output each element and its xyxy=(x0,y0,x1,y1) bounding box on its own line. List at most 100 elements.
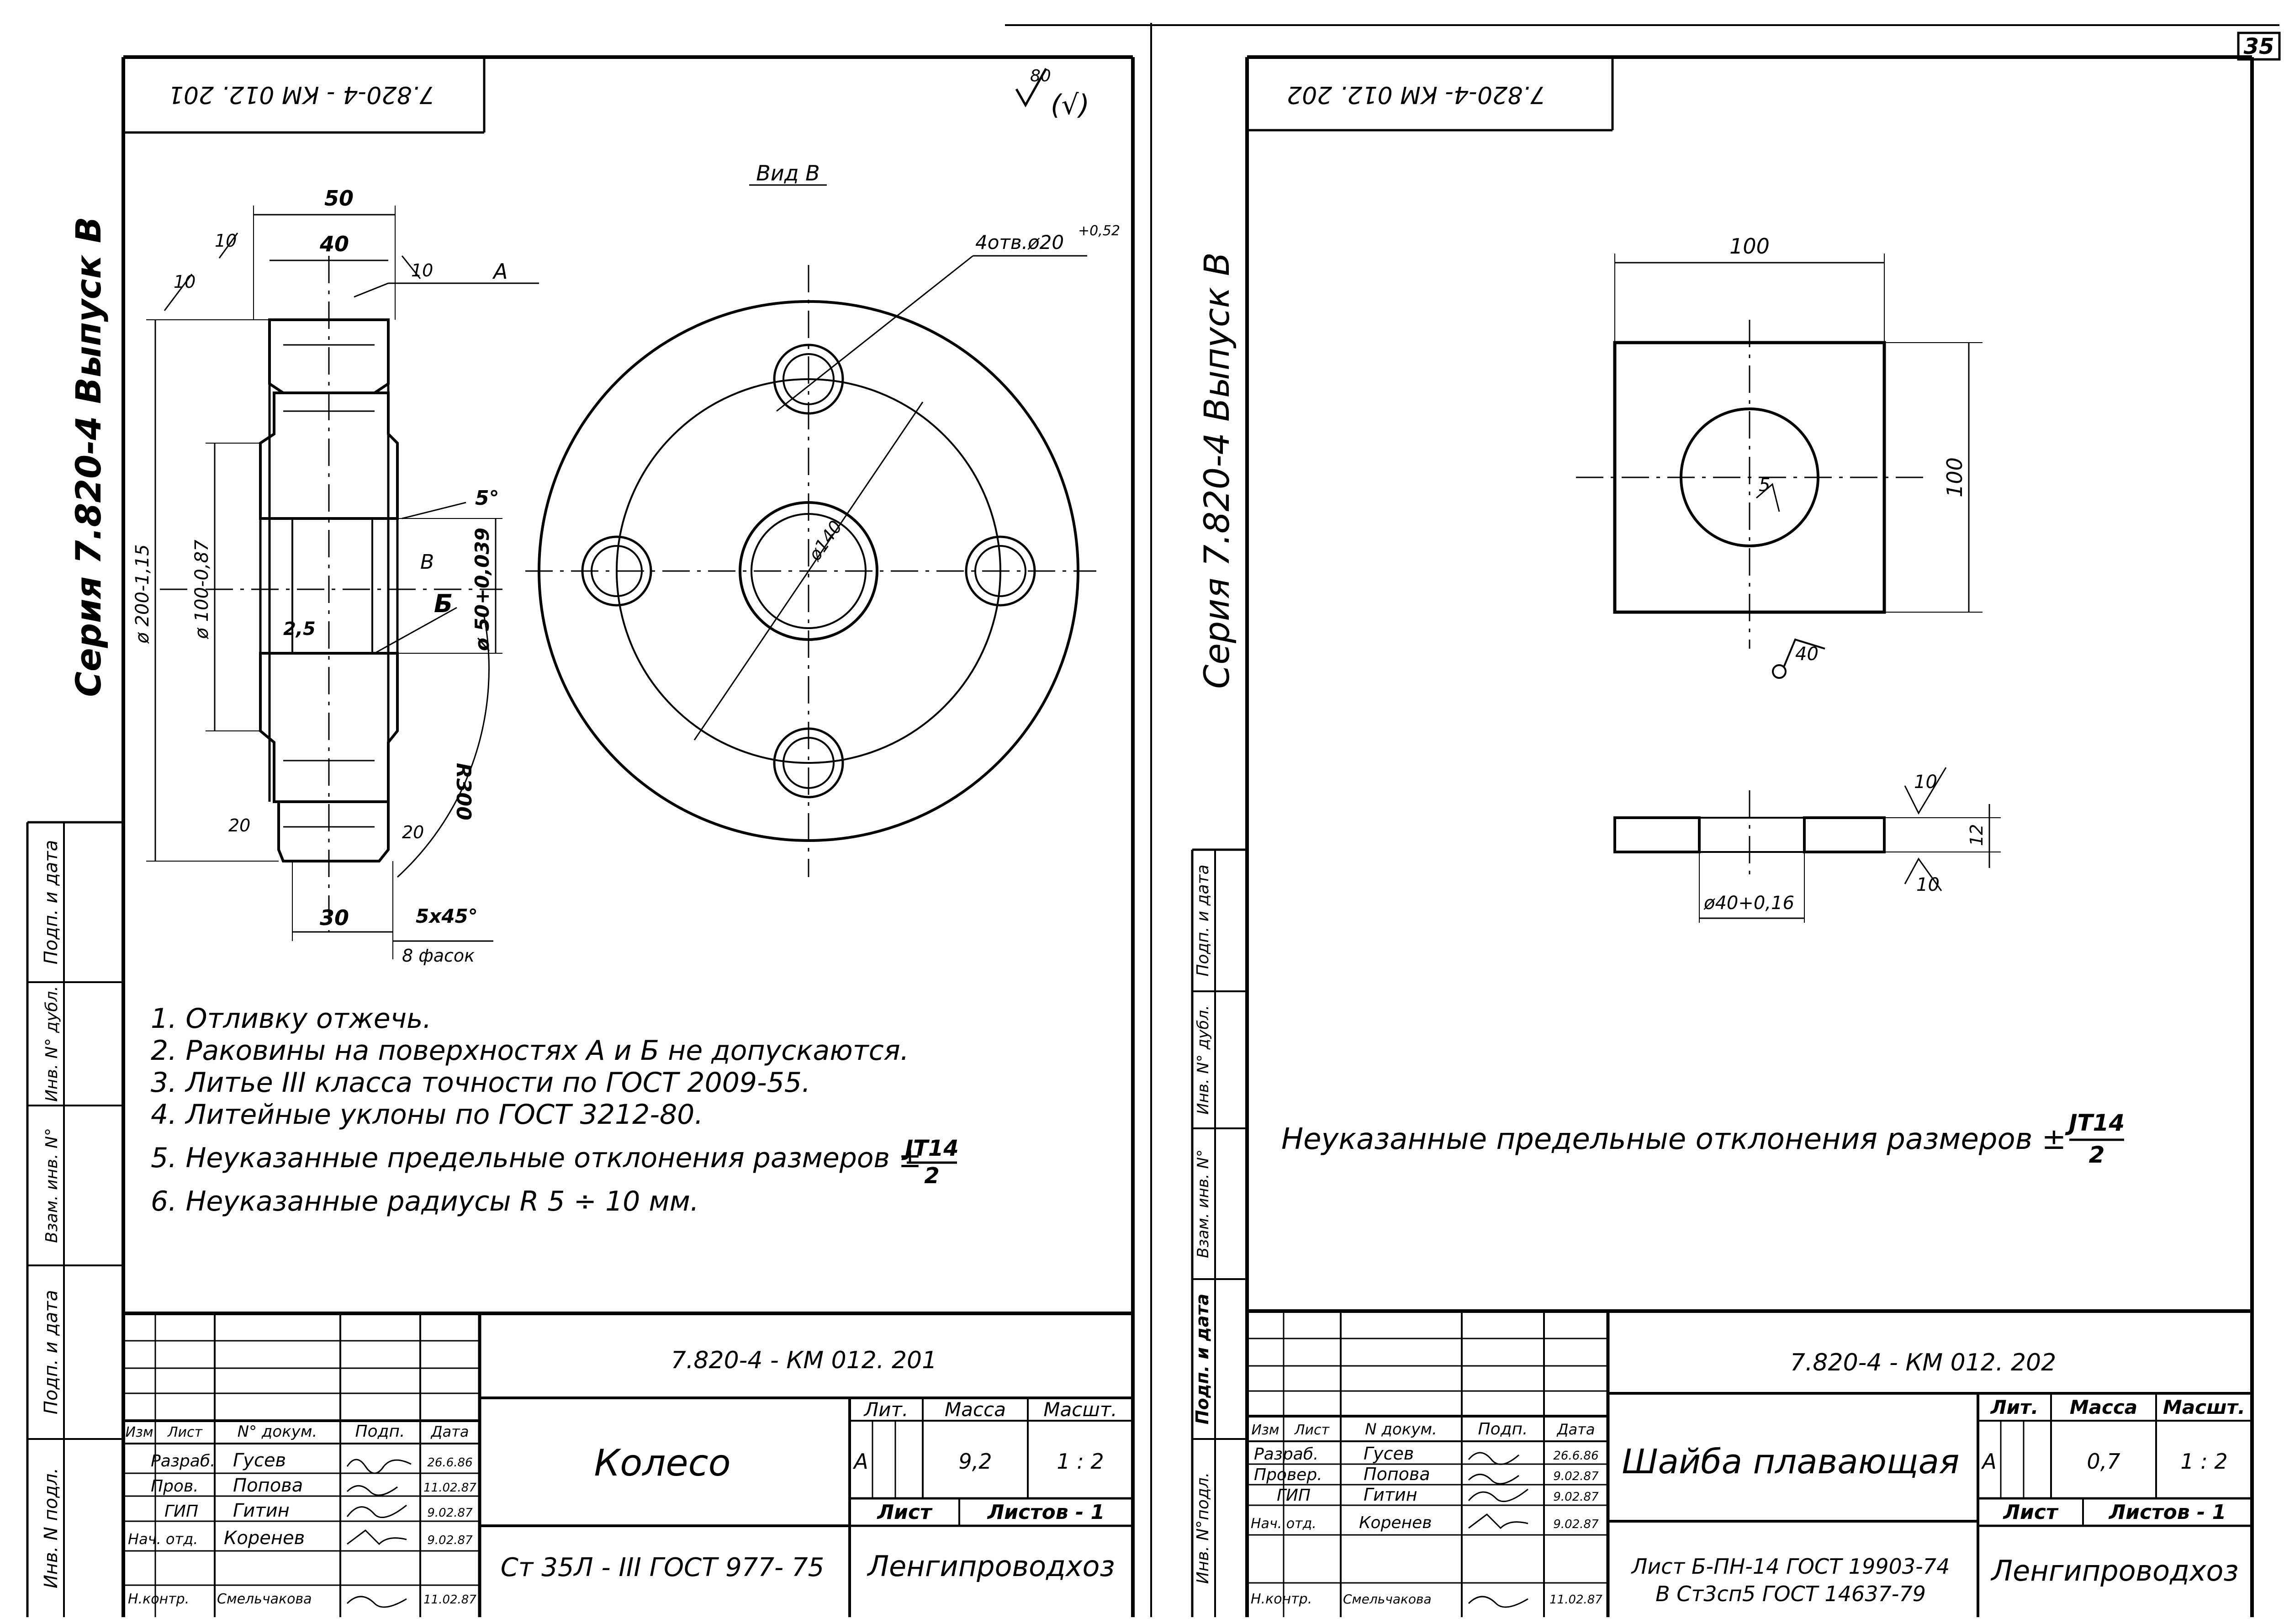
person-name: Попова xyxy=(1364,1464,1430,1484)
note-line: 1. Отливку отжечь. xyxy=(151,1003,432,1035)
left-title-block xyxy=(123,1312,1133,1617)
dim-label: 20 xyxy=(228,815,250,836)
role-label: Нач. отд. xyxy=(128,1530,198,1548)
dim-label: Б xyxy=(434,589,453,618)
right-title-block xyxy=(1247,1309,2252,1617)
hole-note: 4отв.ø20 xyxy=(975,231,1064,254)
mass-value: 9,2 xyxy=(958,1449,992,1474)
left-side-cells: Подп. и дата Инв. N° дубл. Взам. инв. N°… xyxy=(41,840,62,1588)
dim-label: 100 xyxy=(1729,234,1770,259)
person-name: Смельчакова xyxy=(1343,1592,1432,1607)
right-side-cells: Подп. и дата Инв. N° дубл. Взам. инв. N°… xyxy=(1192,864,1212,1584)
sheet-label: Лист xyxy=(877,1501,933,1524)
right-sheet xyxy=(1150,23,2254,1617)
doc-code: 7.820-4 - КМ 012. 201 xyxy=(671,1347,937,1374)
sheets-label: Листов - 1 xyxy=(2108,1501,2226,1524)
dim-label: ø 50+0,039 xyxy=(471,528,493,651)
washer-section-view xyxy=(1613,767,2001,923)
col-header: Дата xyxy=(430,1423,469,1440)
view-b-label: Вид В xyxy=(756,161,819,185)
side-cell-label: Взам. инв. N° xyxy=(1194,1149,1212,1258)
dim-label: 8 фасок xyxy=(402,946,475,966)
role-label: Провер. xyxy=(1254,1465,1322,1484)
sheets-label: Листов - 1 xyxy=(987,1501,1105,1524)
lit-header: Лит. xyxy=(1990,1396,2039,1418)
roughness-value: 80 xyxy=(1030,67,1051,85)
lit-value: А xyxy=(1981,1449,1996,1474)
note-line: 4. Литейные уклоны по ГОСТ 3212-80. xyxy=(151,1099,703,1131)
role-label: ГИП xyxy=(1277,1486,1311,1505)
left-title-block-text: 7.820-4 - КМ 012. 201 Колесо Ст 35Л - II… xyxy=(125,1347,1117,1607)
note-line: Неуказанные предельные отклонения размер… xyxy=(1281,1122,2066,1156)
hole-tolerance: +0,52 xyxy=(1078,223,1120,239)
sign-date: 9.02.87 xyxy=(1553,1470,1599,1483)
person-name: Гитин xyxy=(1364,1485,1417,1505)
dim-label: 10 xyxy=(411,260,433,280)
lit-value: А xyxy=(852,1449,868,1474)
dim-label: 10 xyxy=(215,231,237,251)
dim-label: 40 xyxy=(319,232,349,256)
side-cell-label: Инв. N° дубл. xyxy=(1194,1005,1212,1115)
side-cell-label: Подп. и дата xyxy=(41,840,62,964)
series-label: Серия 7.820-4 Выпуск В xyxy=(68,217,109,697)
part-title: Колесо xyxy=(594,1442,730,1484)
side-cell-label: Подп. и дата xyxy=(1192,1294,1212,1424)
mass-header: Масса xyxy=(945,1398,1006,1421)
diameter-label: ø140 xyxy=(804,517,846,565)
sign-date: 9.02.87 xyxy=(427,1506,473,1520)
dim-label: 5x45° xyxy=(416,905,478,927)
side-cell-label: Подп. и дата xyxy=(41,1290,62,1414)
sign-date: 11.02.87 xyxy=(423,1481,476,1495)
dim-label: 5° xyxy=(475,487,499,510)
note-fraction-top: JT14 xyxy=(901,1136,958,1161)
dim-label: 40 xyxy=(1795,644,1819,665)
side-cell-label: Подп. и дата xyxy=(1194,864,1212,976)
scale-value: 1 : 2 xyxy=(2180,1449,2227,1474)
left-signatures xyxy=(346,1459,412,1608)
series-label: Серия 7.820-4 Выпуск В xyxy=(1196,252,1237,689)
col-header: N° докум. xyxy=(238,1423,317,1441)
rotated-doc-code: 7.820-4- КМ 012. 202 xyxy=(1287,81,1545,108)
side-cell-label: Инв. N подл. xyxy=(41,1468,62,1588)
wheel-view-b xyxy=(525,184,1096,877)
side-cell-label: Взам. инв. N° xyxy=(42,1128,61,1243)
right-title-block-text: 7.820-4 - КМ 012. 202 Шайба плавающая Ли… xyxy=(1251,1349,2245,1607)
lit-header: Лит. xyxy=(863,1398,909,1421)
material-line-2: В Ст3сп5 ГОСТ 14637-79 xyxy=(1655,1582,1926,1606)
sign-date: 9.02.87 xyxy=(427,1534,473,1547)
col-header: Изм xyxy=(1251,1422,1279,1438)
scale-value: 1 : 2 xyxy=(1057,1449,1104,1474)
right-note: Неуказанные предельные отклонения размер… xyxy=(1281,1110,2125,1168)
person-name: Попова xyxy=(233,1475,303,1496)
dim-label: 5 xyxy=(1759,475,1770,496)
sign-date: 26.6.86 xyxy=(1553,1449,1598,1463)
person-name: Гусев xyxy=(1364,1444,1414,1464)
dim-label: 100 xyxy=(1942,457,1967,497)
col-header: Изм xyxy=(125,1424,153,1440)
col-header: Подп. xyxy=(1478,1420,1528,1439)
note-line: 2. Раковины на поверхностях А и Б не доп… xyxy=(151,1035,909,1067)
role-label: Разраб. xyxy=(1254,1445,1318,1464)
role-label: ГИП xyxy=(164,1502,198,1521)
part-title: Шайба плавающая xyxy=(1622,1442,1960,1481)
doc-code: 7.820-4 - КМ 012. 202 xyxy=(1790,1349,2056,1376)
person-name: Гитин xyxy=(233,1500,290,1521)
wheel-section-dims: 50 40 10 10 10 А ø 200-1,15 ø 100-0,87 ø… xyxy=(132,186,508,966)
dim-label: 10 xyxy=(1916,874,1940,895)
dim-label: ø 100-0,87 xyxy=(191,540,212,640)
organization: Ленгипроводхоз xyxy=(867,1550,1115,1583)
sign-date: 9.02.87 xyxy=(1553,1490,1599,1504)
material: Ст 35Л - III ГОСТ 977- 75 xyxy=(501,1553,825,1582)
left-sheet xyxy=(26,55,1135,1617)
side-cell-label: Инв. N°подл. xyxy=(1194,1472,1212,1584)
dim-label: А xyxy=(492,259,508,284)
col-header: Лист xyxy=(167,1424,203,1440)
washer-dims: 100 100 5 40 10 10 12 ø40+0,16 xyxy=(1703,234,1987,914)
dim-label: В xyxy=(420,550,434,574)
sign-date: 9.02.87 xyxy=(1553,1518,1599,1531)
dim-label: 20 xyxy=(402,822,424,842)
roughness-paren: (√) xyxy=(1051,89,1089,121)
dim-label: 10 xyxy=(174,272,196,292)
material-line-1: Лист Б-ПН-14 ГОСТ 19903-74 xyxy=(1631,1554,1950,1579)
person-name: Смельчакова xyxy=(217,1591,312,1607)
